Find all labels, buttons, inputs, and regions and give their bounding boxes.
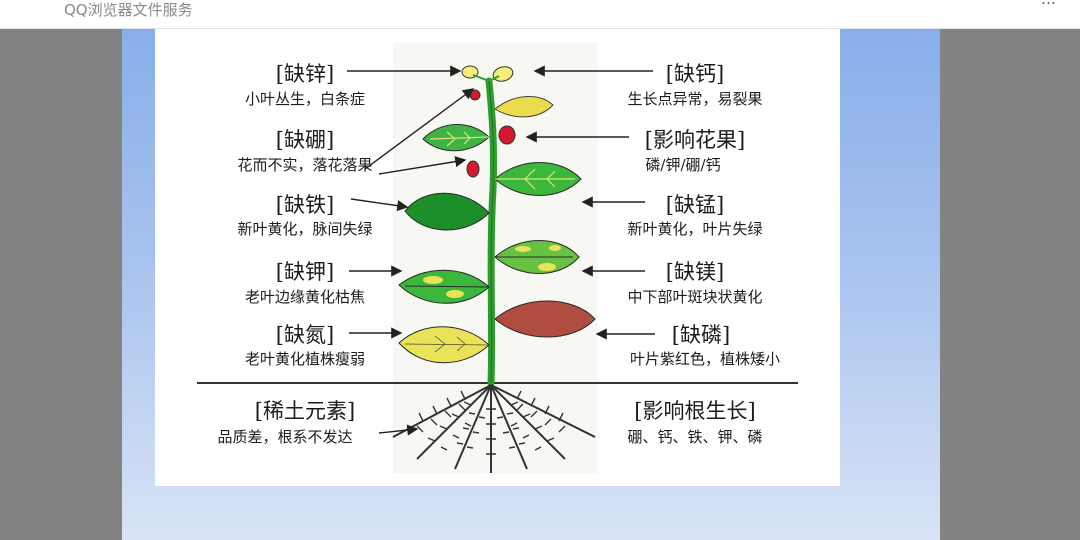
- label-magnesium-desc: 中下部叶斑块状黄化: [627, 288, 762, 306]
- label-rare-earth-desc: 品质差，根系不发达: [217, 428, 352, 446]
- label-calcium-title: [缺钙]: [666, 62, 724, 86]
- root-6: [490, 384, 566, 460]
- label-potassium-title: [缺钾]: [276, 260, 334, 284]
- right-arrows: [525, 65, 655, 340]
- root-2: [416, 384, 492, 460]
- arrow-rare-earth: [378, 424, 419, 436]
- slide-page: [缺锌] 小叶丛生，白条症 [缺硼] 花而不实，落花落果 [缺铁] 新叶黄化，脉…: [122, 29, 940, 540]
- label-rare-earth-title: [稀土元素]: [255, 399, 355, 423]
- app-title: QQ浏览器文件服务: [64, 1, 193, 19]
- arrow-iron: [350, 198, 409, 212]
- red-fruit-left: [466, 160, 480, 178]
- label-flower-fruit-desc: 磷/钾/硼/钙: [645, 156, 720, 174]
- browser-header: QQ浏览器文件服务 …: [0, 0, 1080, 29]
- label-zinc-desc: 小叶丛生，白条症: [245, 90, 365, 108]
- leaf-yellow-upper: [494, 95, 554, 118]
- label-zinc-title: [缺锌]: [276, 62, 334, 86]
- root-3: [454, 384, 492, 470]
- label-phosphorus-title: [缺磷]: [672, 323, 730, 347]
- label-calcium-desc: 生长点异常，易裂果: [627, 90, 762, 108]
- document-viewer[interactable]: [缺锌] 小叶丛生，白条症 [缺硼] 花而不实，落花落果 [缺铁] 新叶黄化，脉…: [0, 29, 1080, 540]
- arrow-zinc-boron: [364, 88, 475, 170]
- label-magnesium-title: [缺镁]: [666, 260, 724, 284]
- label-iron-desc: 新叶黄化，脉间失绿: [237, 220, 372, 238]
- label-potassium-desc: 老叶边缘黄化枯焦: [245, 288, 365, 306]
- label-nitrogen-desc: 老叶黄化植株瘦弱: [245, 350, 365, 368]
- label-root-growth-title: [影响根生长]: [634, 399, 755, 423]
- red-fruit-right: [498, 125, 516, 145]
- root-hairs: [416, 390, 566, 455]
- label-iron-title: [缺铁]: [276, 193, 334, 217]
- bud-leaf-right: [492, 66, 514, 82]
- label-phosphorus-desc: 叶片紫红色，植株矮小: [630, 350, 780, 368]
- plant-nutrient-svg: [缺锌] 小叶丛生，白条症 [缺硼] 花而不实，落花落果 [缺铁] 新叶黄化，脉…: [197, 43, 798, 473]
- arrow-boron: [378, 156, 467, 175]
- plant-nutrient-diagram: [缺锌] 小叶丛生，白条症 [缺硼] 花而不实，落花落果 [缺铁] 新叶黄化，脉…: [155, 29, 840, 486]
- label-root-growth-desc: 硼、钙、铁、钾、磷: [627, 428, 762, 446]
- label-boron-title: [缺硼]: [276, 128, 334, 152]
- plant-roots: [392, 384, 596, 473]
- label-boron-desc: 花而不实，落花落果: [237, 156, 372, 174]
- label-flower-fruit-title: [影响花果]: [645, 128, 745, 152]
- stem-outline: [488, 80, 495, 384]
- root-5: [490, 384, 528, 470]
- red-flower-1: [469, 89, 481, 101]
- top-right-text: …: [1041, 0, 1056, 8]
- label-manganese-title: [缺锰]: [666, 193, 724, 217]
- label-manganese-desc: 新叶黄化，叶片失绿: [627, 220, 762, 238]
- label-nitrogen-title: [缺氮]: [276, 323, 334, 347]
- leaf-phosphorus: [494, 300, 596, 338]
- left-arrows: [347, 65, 475, 436]
- root-7: [490, 384, 596, 438]
- bud-stems: [472, 74, 500, 82]
